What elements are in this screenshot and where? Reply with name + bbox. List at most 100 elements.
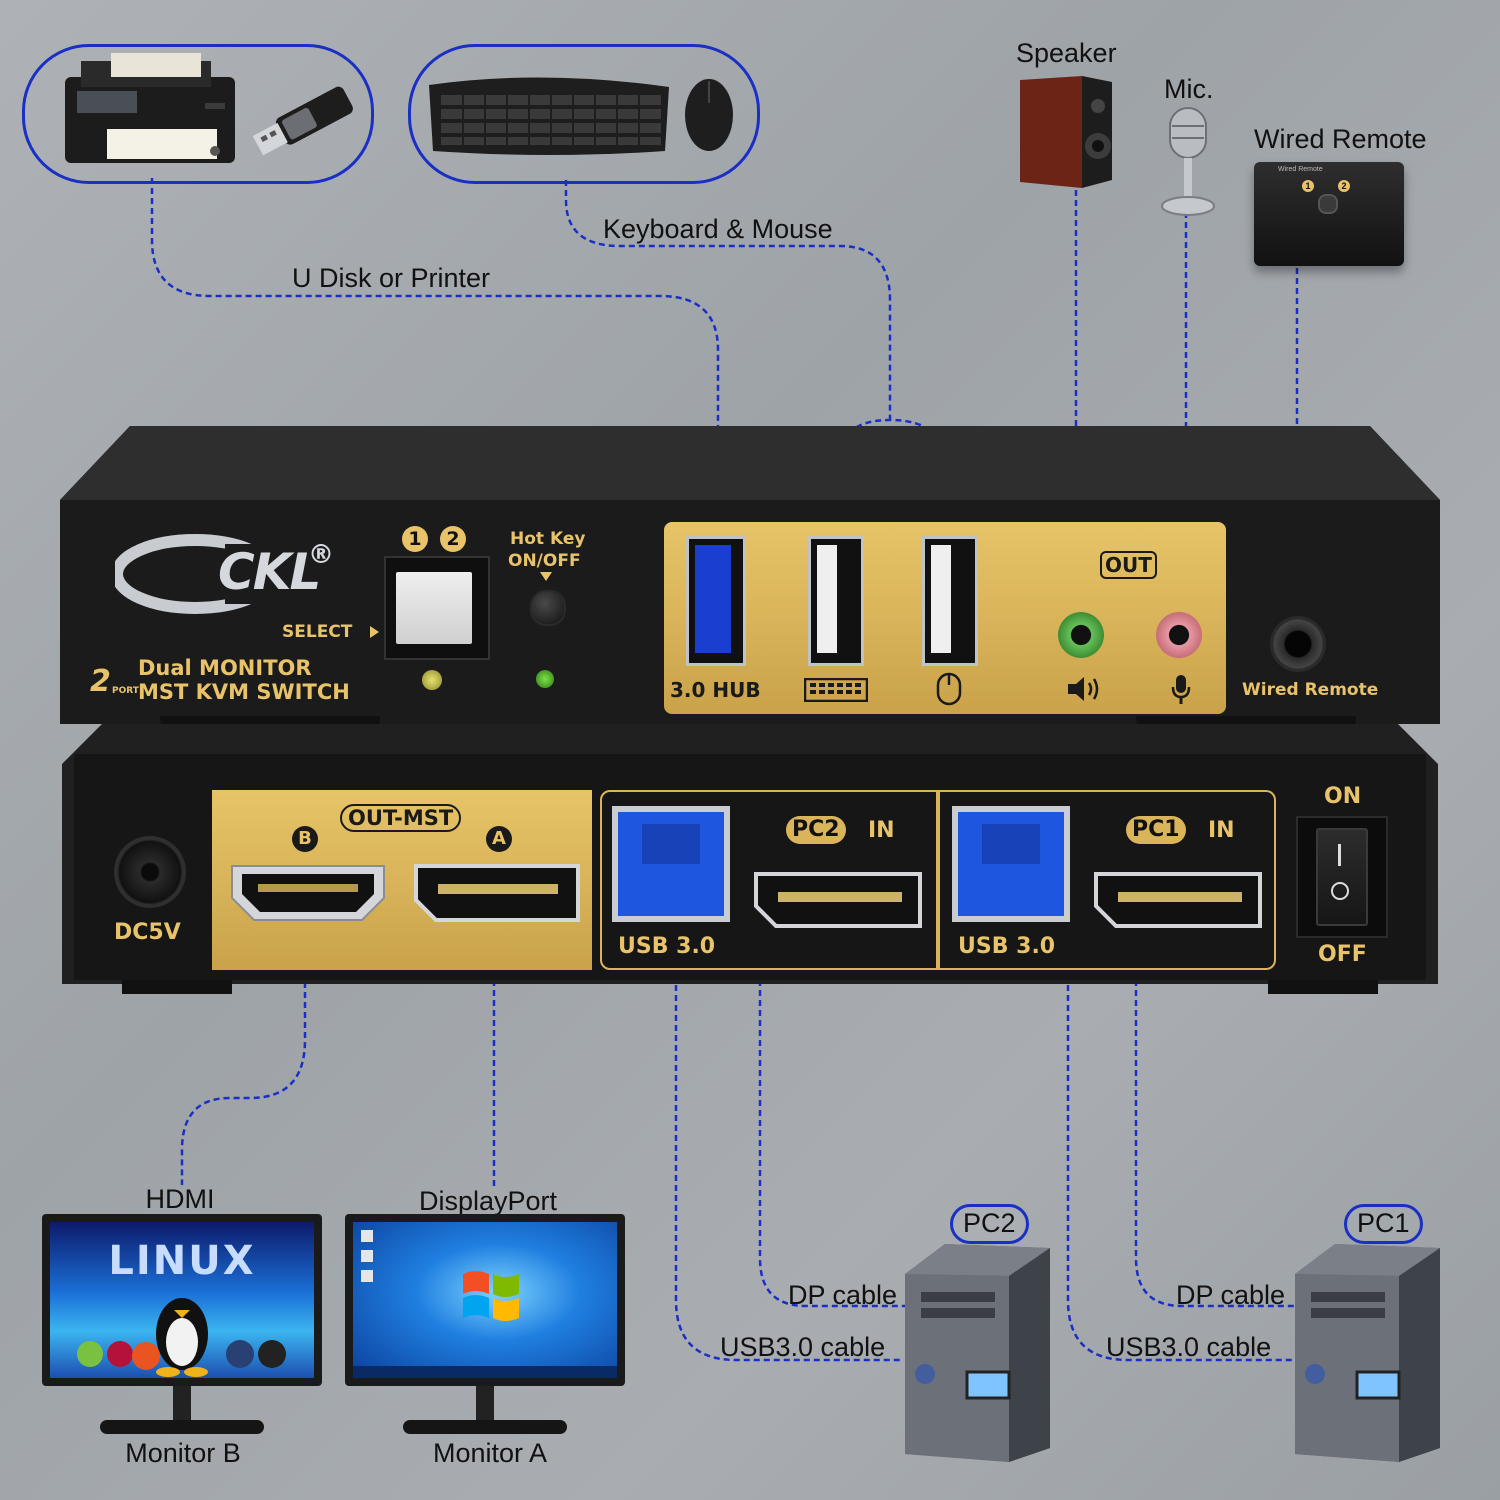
speaker-port-icon xyxy=(1068,677,1099,701)
hotkey-button[interactable] xyxy=(530,590,566,626)
monitor-b-label: Monitor B xyxy=(125,1438,241,1468)
switch-off-label: OFF xyxy=(1318,942,1367,967)
pc1-usb-wire xyxy=(1066,925,1295,1362)
mouse-icon xyxy=(685,79,733,151)
usb-printer-wire xyxy=(150,178,720,520)
windows-logo-icon xyxy=(463,1271,519,1321)
pc1-displayport-port[interactable] xyxy=(1092,870,1264,930)
pc1-dp-cable-label: DP cable xyxy=(1176,1280,1286,1310)
hdmi-wire xyxy=(180,922,307,1185)
audio-out-label: OUT xyxy=(1100,551,1157,579)
pc2-in-label: IN xyxy=(868,818,895,843)
pc1-badge: PC1 xyxy=(1126,816,1186,844)
monitor-a xyxy=(345,1214,625,1438)
remote-port-1: 1 xyxy=(1302,180,1314,192)
pc1-badge-text: PC1 xyxy=(1132,817,1180,842)
port-a-badge: A xyxy=(486,826,512,852)
linux-penguin-icon xyxy=(77,1298,286,1377)
registered-mark: ® xyxy=(308,540,334,570)
usb-hub-port[interactable] xyxy=(686,536,746,666)
pc2-usb-b-port[interactable] xyxy=(612,806,730,922)
hdmi-label: HDMI xyxy=(145,1184,215,1214)
pc2-label: PC2 xyxy=(950,1204,1029,1244)
pc2-dp-wire xyxy=(758,930,905,1308)
power-switch[interactable] xyxy=(1296,816,1388,938)
keyboard-mouse-group xyxy=(408,44,760,184)
kvm-front-panel: CKL ® 2 PORT Dual MONITOR MST KVM SWITCH… xyxy=(60,426,1440,724)
hotkey-led xyxy=(536,670,554,688)
pc2-tower-icon xyxy=(905,1244,1050,1462)
dc-power-jack[interactable] xyxy=(114,836,186,908)
keyboard-mouse-label: Keyboard & Mouse xyxy=(603,214,833,244)
wired-remote-label: Wired Remote xyxy=(1254,124,1427,154)
remote-button[interactable] xyxy=(1318,194,1338,214)
pc2-input-frame xyxy=(600,790,940,970)
keyboard-port-icon xyxy=(804,678,868,702)
usb-printer-group xyxy=(22,44,374,184)
pc2-usb-cable-label: USB3.0 cable xyxy=(720,1332,886,1362)
keyboard-icon xyxy=(429,77,733,155)
pc1-label: PC1 xyxy=(1344,1204,1423,1244)
select-arrow-icon xyxy=(370,626,379,638)
kvm-rear-panel: DC5V OUT-MST B A PC2 IN USB 3.0 xyxy=(62,724,1438,994)
displayport-label: DisplayPort xyxy=(418,1186,558,1216)
speaker-jack[interactable] xyxy=(1058,612,1104,658)
mic-label: Mic. xyxy=(1164,74,1214,104)
switch-on-label: ON xyxy=(1324,784,1362,809)
out-mst-label: OUT-MST xyxy=(340,804,462,832)
pc1-input-frame xyxy=(936,790,1276,970)
printer-icon xyxy=(65,53,235,163)
hotkey-label-2: ON/OFF xyxy=(508,551,581,571)
port-digit-2: 2 xyxy=(440,526,466,552)
usb-printer-label: U Disk or Printer xyxy=(292,263,491,293)
monitor-b-screen: LINUX xyxy=(50,1222,314,1378)
select-button[interactable] xyxy=(396,572,472,644)
keyboard-wire xyxy=(564,180,892,420)
speaker-label: Speaker xyxy=(1016,38,1117,68)
pc1-tower-icon xyxy=(1295,1244,1440,1462)
monitor-a-screen xyxy=(353,1222,617,1378)
keyboard-usb-port[interactable] xyxy=(808,536,864,666)
displayport-output-port[interactable] xyxy=(412,862,582,924)
hotkey-label-1: Hot Key xyxy=(510,529,586,549)
pc1-usb-b-port[interactable] xyxy=(952,806,1070,922)
hotkey-arrow-icon xyxy=(540,572,552,581)
select-label: SELECT xyxy=(282,622,353,642)
model-port: PORT xyxy=(112,686,139,696)
pc2-dp-cable-label: DP cable xyxy=(788,1280,898,1310)
speaker-icon xyxy=(1020,76,1112,188)
monitor-b: LINUX xyxy=(42,1214,322,1438)
model-count: 2 xyxy=(90,664,111,699)
pc2-displayport-port[interactable] xyxy=(752,870,924,930)
pc2-usb-label: USB 3.0 xyxy=(618,934,716,959)
pc1-dp-wire xyxy=(1134,930,1296,1308)
pc2-badge-text: PC2 xyxy=(792,817,840,842)
monitor-b-screen-text: LINUX xyxy=(108,1238,256,1284)
port-digit-1: 1 xyxy=(402,526,428,552)
usb-drive-icon xyxy=(252,86,353,156)
mic-port-icon xyxy=(1171,675,1191,704)
remote-brand-text: Wired Remote xyxy=(1278,166,1323,173)
mic-icon xyxy=(1161,107,1215,216)
dc-power-label: DC5V xyxy=(114,920,181,945)
mic-jack[interactable] xyxy=(1156,612,1202,658)
model-line-2: MST KVM SWITCH xyxy=(138,680,350,704)
usb-hub-label: 3.0 HUB xyxy=(670,678,761,702)
monitor-a-label: Monitor A xyxy=(432,1438,548,1468)
model-line-1: Dual MONITOR xyxy=(138,656,312,680)
remote-port-2: 2 xyxy=(1338,180,1350,192)
hdmi-output-port[interactable] xyxy=(228,862,388,924)
ckl-logo-icon xyxy=(115,534,285,614)
wired-remote-jack[interactable] xyxy=(1270,616,1326,672)
pc2-usb-wire xyxy=(674,925,903,1362)
pc1-usb-cable-label: USB3.0 cable xyxy=(1106,1332,1272,1362)
wired-remote-port-label: Wired Remote xyxy=(1242,680,1379,700)
wired-remote-device: Wired Remote 1 2 xyxy=(1254,162,1404,266)
pc1-in-label: IN xyxy=(1208,818,1235,843)
port-led xyxy=(422,670,442,690)
pc1-usb-label: USB 3.0 xyxy=(958,934,1056,959)
mouse-port-icon xyxy=(936,672,962,706)
mouse-usb-port[interactable] xyxy=(922,536,978,666)
pc2-badge: PC2 xyxy=(786,816,846,844)
